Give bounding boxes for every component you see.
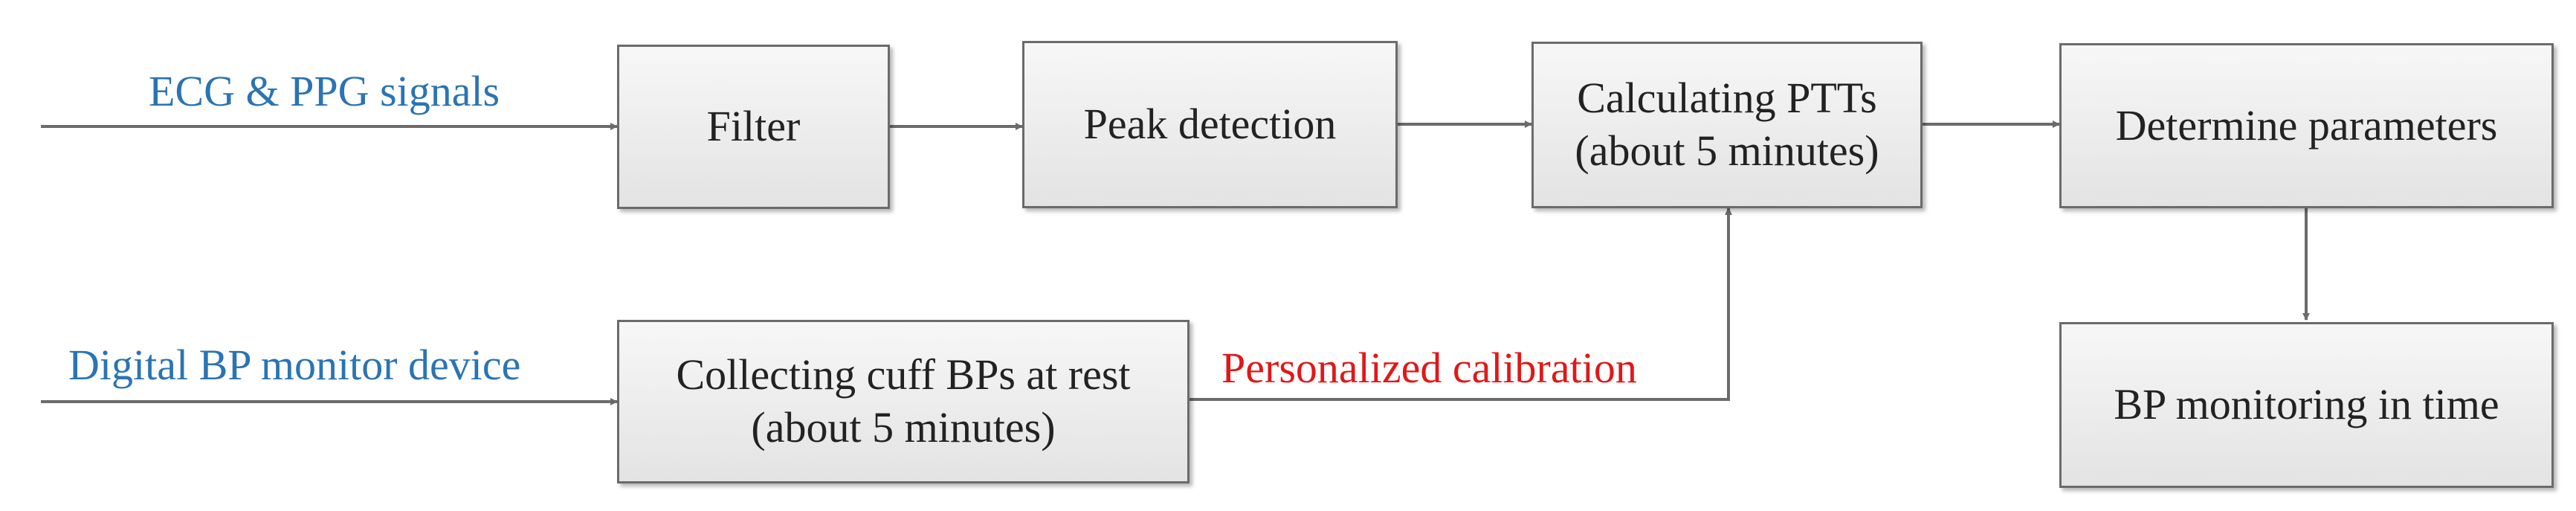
filter-box: Filter bbox=[617, 45, 890, 209]
determine-parameters-box: Determine parameters bbox=[2059, 43, 2554, 208]
peak-detection-box: Peak detection bbox=[1022, 41, 1398, 208]
input-label-bp-device: Digital BP monitor device bbox=[68, 341, 521, 389]
filter-box-label: Filter bbox=[706, 102, 801, 151]
calculating-ptts-box: Calculating PTTs (about 5 minutes) bbox=[1531, 42, 1923, 208]
peak-detection-box-label: Peak detection bbox=[1083, 100, 1337, 149]
collecting-cuff-box: Collecting cuff BPs at rest (about 5 min… bbox=[617, 320, 1189, 483]
collecting-cuff-line1: Collecting cuff BPs at rest bbox=[676, 350, 1131, 399]
calculating-ptts-line2: (about 5 minutes) bbox=[1575, 126, 1879, 175]
collecting-cuff-line2: (about 5 minutes) bbox=[751, 403, 1056, 451]
bp-monitoring-box-label: BP monitoring in time bbox=[2114, 380, 2499, 429]
determine-parameters-box-label: Determine parameters bbox=[2115, 100, 2498, 150]
input-label-ecg-ppg: ECG & PPG signals bbox=[149, 67, 500, 115]
calibration-label: Personalized calibration bbox=[1221, 344, 1637, 392]
calculating-ptts-line1: Calculating PTTs bbox=[1577, 74, 1877, 123]
bp-monitoring-box: BP monitoring in time bbox=[2059, 322, 2554, 488]
arrow-calibration-path bbox=[1183, 208, 1732, 403]
